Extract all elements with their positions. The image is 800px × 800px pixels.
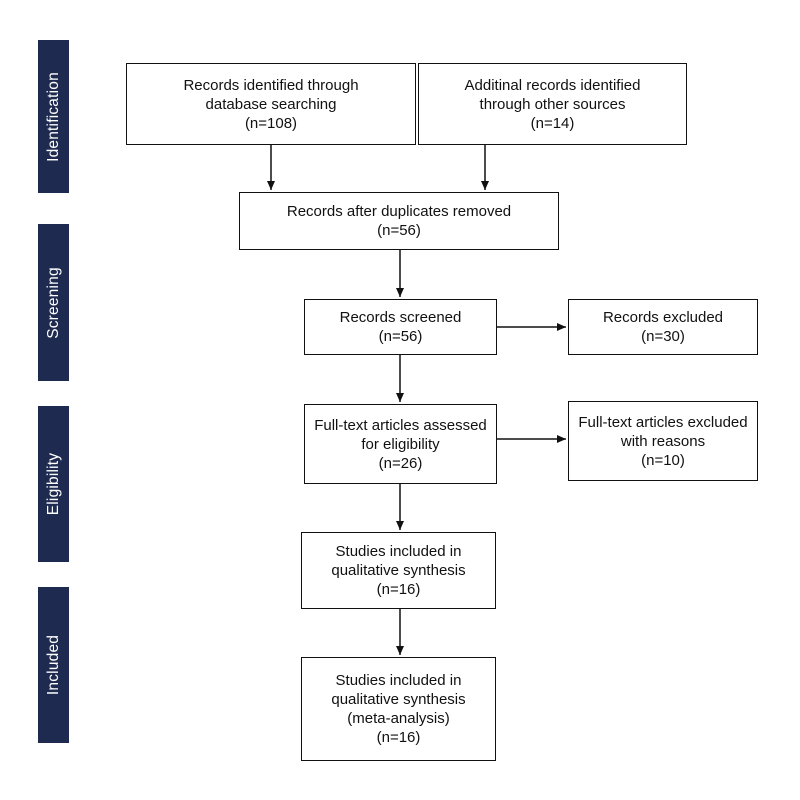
box-text-line: Full-text articles assessed — [314, 416, 487, 434]
box-records-screened: Records screened (n=56) — [304, 299, 497, 355]
box-other-sources: Additinal records identified through oth… — [418, 63, 687, 145]
box-database-records: Records identified through database sear… — [126, 63, 416, 145]
box-text-line: through other sources — [479, 95, 626, 113]
box-records-excluded: Records excluded (n=30) — [568, 299, 758, 355]
box-text-line: (n=16) — [376, 729, 421, 746]
box-text-line: (n=26) — [378, 454, 423, 472]
box-text-line: qualitative synthesis — [331, 691, 466, 708]
box-text-line: Records excluded — [602, 309, 724, 326]
box-meta-analysis: Studies included in qualitative synthesi… — [301, 657, 496, 761]
phase-eligibility: Eligibility — [38, 406, 69, 562]
box-text-line: Studies included in — [335, 543, 462, 560]
box-qualitative-synthesis: Studies included in qualitative synthesi… — [301, 532, 496, 609]
box-text-line: with reasons — [620, 432, 706, 450]
phase-included: Included — [38, 587, 69, 743]
phase-identification: Identification — [38, 40, 69, 193]
box-text-line: Records after duplicates removed — [286, 203, 512, 220]
box-fulltext-excluded: Full-text articles excluded with reasons… — [568, 401, 758, 481]
box-text-line: (meta-analysis) — [347, 710, 450, 727]
box-fulltext-assessed: Full-text articles assessed for eligibil… — [304, 404, 497, 484]
box-text-line: Additinal records identified — [464, 76, 641, 94]
box-text-line: (n=14) — [530, 114, 575, 132]
box-text-line: Full-text articles excluded — [578, 413, 748, 431]
box-text-line: database searching — [205, 95, 337, 113]
box-text-line: Studies included in — [335, 672, 462, 689]
phase-screening: Screening — [38, 224, 69, 381]
box-text-line: (n=16) — [376, 581, 421, 598]
box-duplicates-removed: Records after duplicates removed (n=56) — [239, 192, 559, 250]
box-text-line: (n=108) — [244, 114, 298, 132]
box-text-line: (n=10) — [641, 451, 685, 469]
box-text-line: (n=56) — [377, 222, 421, 239]
box-text-line: Records identified through — [183, 76, 359, 94]
box-text-line: qualitative synthesis — [331, 562, 466, 579]
box-text-line: Records screened — [339, 309, 462, 326]
box-text-line: for eligibility — [361, 435, 440, 453]
box-text-line: (n=30) — [641, 328, 685, 345]
box-text-line: (n=56) — [378, 328, 423, 345]
